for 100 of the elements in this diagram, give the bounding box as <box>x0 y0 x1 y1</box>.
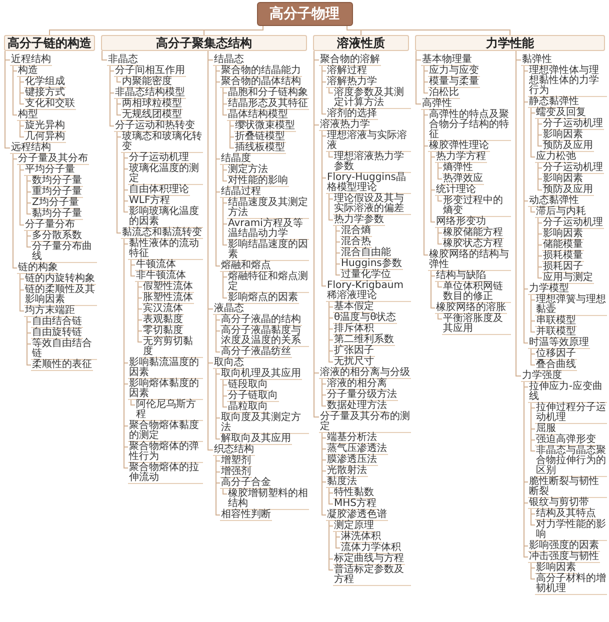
topic-label: 强迫高弹形变 <box>535 435 597 446</box>
topic-label: 多分散系数 <box>31 231 83 242</box>
topic-label: 平衡溶胀度及其应用 <box>442 314 511 335</box>
topic-label: 结晶度 <box>220 154 252 165</box>
topic-label: 织态结构 <box>213 445 255 456</box>
topic-label: 阿伦尼乌斯方程 <box>135 400 203 421</box>
topic-label: 链的构象 <box>17 263 59 274</box>
topic-label: 屈服 <box>535 424 557 435</box>
topic-label: 缨状微束模型 <box>234 121 296 132</box>
connector-line <box>424 110 428 256</box>
branch-topic: 高分子聚集态结构 <box>101 35 307 51</box>
topic-label: 平均分子量 <box>24 165 76 176</box>
topic-label: WLF方程 <box>128 196 172 207</box>
topic-label: 串联模型 <box>535 316 577 327</box>
topic-label: 第二维利系数 <box>333 335 395 346</box>
connector-line <box>26 176 32 214</box>
topic-label: 支化和交联 <box>24 99 76 110</box>
topic-label: 扩张因子 <box>333 346 375 357</box>
topic-label: 分子量及其分布的测定 <box>319 412 411 433</box>
connector-line <box>538 218 542 278</box>
connector-line <box>424 66 428 94</box>
topic-label: 插线板模型 <box>234 143 286 154</box>
topic-label: Avrami方程及等温结晶动力学 <box>227 219 309 240</box>
connector-line <box>102 50 108 60</box>
connector-line <box>116 132 122 234</box>
topic-label: 高弹性的特点及聚合物分子结构的特征 <box>428 110 511 141</box>
root-topic: 高分子物理 <box>256 2 352 26</box>
topic-label: 玻璃态和玻璃化转变 <box>121 132 203 153</box>
topic-label: 混合热 <box>340 237 372 248</box>
topic-label: 滞后与内耗 <box>535 207 587 218</box>
topic-label: 预防及应用 <box>542 141 594 152</box>
topic-label: 模量与柔量 <box>428 77 480 88</box>
topic-label: 取向机理及其应用 <box>220 369 302 380</box>
connector-line <box>222 164 228 182</box>
connector-line <box>222 272 228 298</box>
topic-label: 聚合物熔体的弹性行为 <box>128 442 203 463</box>
topic-label: 特性黏数 <box>333 488 375 499</box>
topic-label: 晶体结构模型 <box>227 110 289 121</box>
connector-line <box>222 380 228 408</box>
topic-label: 单位体积网链数目的修正 <box>442 282 511 303</box>
connector-line <box>438 196 442 202</box>
connector-line <box>4 50 10 148</box>
topic-label: 分子量分布曲线 <box>31 242 97 263</box>
topic-label: 结构及其特点 <box>535 509 597 520</box>
connector-line <box>124 152 128 212</box>
topic-label: 零切黏度 <box>142 326 184 337</box>
topic-label: 内聚能密度 <box>121 77 173 88</box>
connector-line <box>430 270 436 308</box>
branch-topic: 高分子链的构造 <box>4 35 95 51</box>
topic-label: 银纹与剪切带 <box>528 498 590 509</box>
topic-label: 统计理论 <box>435 185 477 196</box>
topic-label: 假塑性流体 <box>142 282 194 293</box>
connector-line <box>438 228 442 244</box>
topic-label: 结构与缺陷 <box>435 271 487 282</box>
topic-label: 结晶速度及其测定方法 <box>227 198 309 219</box>
topic-label: 晶胞和分子链构象 <box>227 88 309 99</box>
topic-label: 远程结构 <box>10 143 52 154</box>
topic-label: 结晶过程 <box>220 187 262 198</box>
topic-label: 淋洗体积 <box>340 532 382 543</box>
topic-label: 构造 <box>17 66 39 77</box>
connector-line <box>438 282 442 288</box>
topic-label: 黏均分子量 <box>31 209 83 220</box>
topic-label: 键接方式 <box>24 88 66 99</box>
connector-line <box>430 152 436 222</box>
topic-label: 时温等效原理 <box>528 338 590 349</box>
connector-line <box>216 314 220 352</box>
connector-line <box>328 302 334 362</box>
connector-line <box>116 98 122 116</box>
topic-label: 力学模型 <box>528 284 570 295</box>
topic-label: 标定曲线与方程 <box>333 554 405 565</box>
connector-line <box>438 314 442 320</box>
connector-line <box>110 66 114 126</box>
topic-label: 分子间相互作用 <box>114 66 186 77</box>
topic-label: 影响黏流温度的因素 <box>128 358 203 379</box>
connector-line <box>204 26 264 36</box>
connector-line <box>20 76 24 104</box>
topic-label: 测定方法 <box>227 165 269 176</box>
topic-label: 聚合物的溶解 <box>319 55 381 66</box>
branch-topic: 溶液性质 <box>313 35 409 51</box>
connector-line <box>416 50 422 104</box>
topic-label: 玻璃化温度的测定 <box>128 164 203 185</box>
connector-line <box>12 66 18 116</box>
connector-line <box>328 194 334 220</box>
topic-label: 影响熔体黏度的因素 <box>128 379 203 400</box>
topic-label: 影响因素 <box>535 563 577 574</box>
connector-line <box>538 118 542 146</box>
connector-line <box>322 130 326 286</box>
connector-line <box>336 532 340 548</box>
topic-label: 叠合曲线 <box>535 360 577 371</box>
topic-label: 对性能的影响 <box>227 176 289 187</box>
topic-label: 几何异构 <box>24 132 66 143</box>
topic-label: 橡胶网络的结构与弹性 <box>428 250 511 271</box>
topic-label: 冲击强度与韧性 <box>528 552 600 563</box>
topic-label: 分子量分布 <box>24 220 76 231</box>
topic-label: 分子运动机理 <box>542 218 604 229</box>
topic-label: 热力学参数 <box>333 215 385 226</box>
topic-label: 链段取向 <box>227 380 269 391</box>
topic-label: 混合熵 <box>340 226 372 237</box>
topic-label: 聚合物熔体黏度的测定 <box>128 421 203 442</box>
topic-label: 无穷剪切黏度 <box>142 337 203 358</box>
